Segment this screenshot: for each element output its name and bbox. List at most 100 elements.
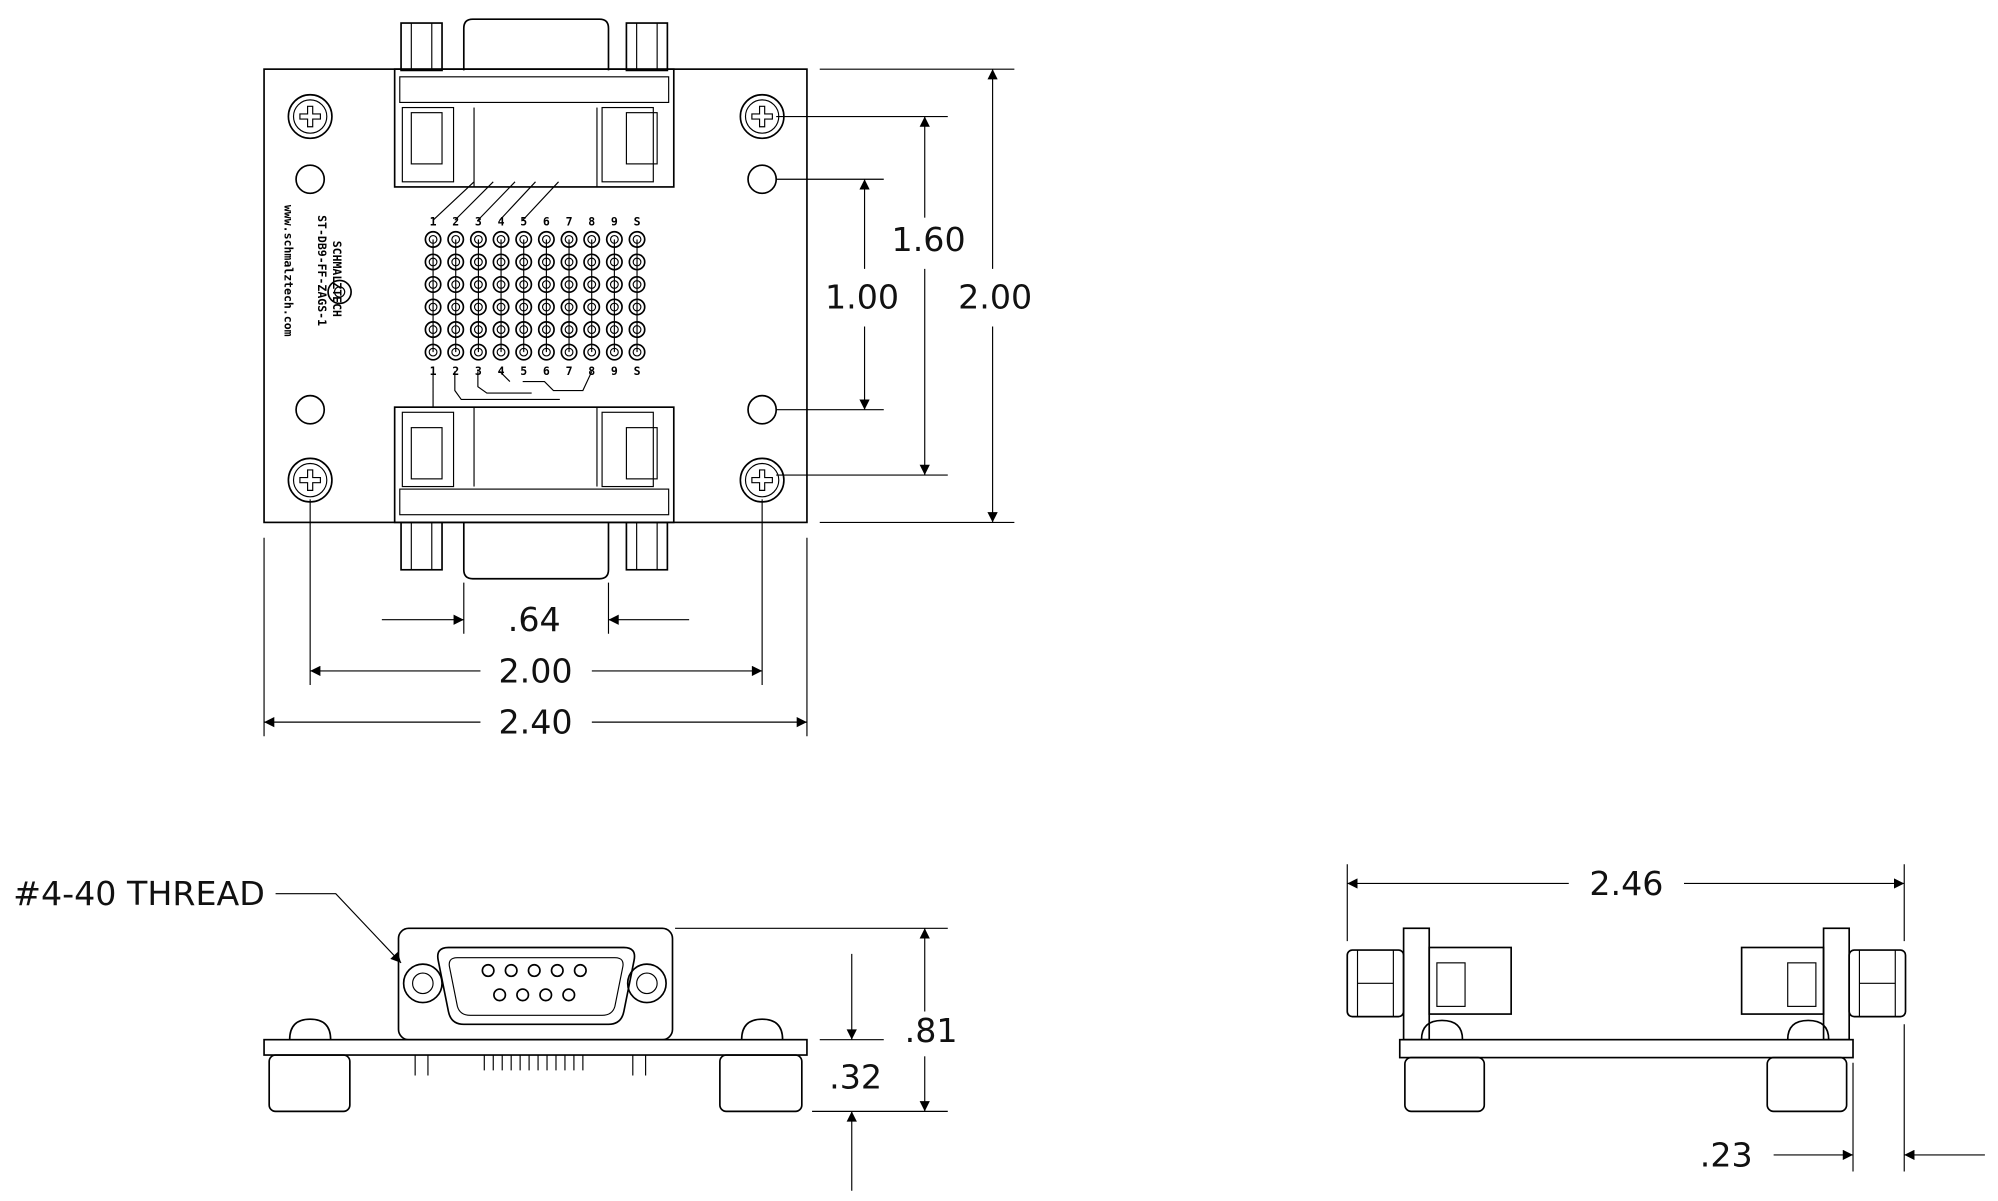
mounting-hole [747, 394, 778, 425]
pad [605, 253, 623, 271]
pad [424, 230, 442, 248]
pad [469, 343, 487, 361]
pad [583, 298, 601, 316]
dim-2-46: 2.46 [1589, 864, 1663, 903]
front-view: #4-40 THREAD .81 .32 [13, 874, 958, 1191]
pin-label-bottom: 5 [520, 364, 527, 378]
dim-2-00-h: 2.00 [498, 651, 572, 690]
pad [605, 343, 623, 361]
dim-2-40: 2.40 [498, 703, 572, 742]
bottom-connector [393, 406, 675, 580]
pin-label-bottom: 8 [588, 364, 595, 378]
pin-label-bottom: 4 [498, 364, 505, 378]
pad [515, 253, 533, 271]
pad [424, 253, 442, 271]
pad [560, 275, 578, 294]
pad [492, 321, 510, 339]
board-brand: SCHMALZTECH [330, 241, 344, 317]
dim-0-23: .23 [1700, 1135, 1753, 1174]
board-outline [263, 68, 808, 524]
pad [447, 321, 465, 339]
pin-label-top: 9 [611, 214, 618, 228]
pin-label-top: 5 [520, 214, 527, 228]
pad [537, 321, 555, 339]
pad [447, 275, 465, 294]
jackscrew [402, 963, 443, 1004]
dim-board-height: 2.00 [958, 278, 1032, 317]
pad [447, 253, 465, 271]
pad [628, 343, 646, 361]
screw-icon [287, 457, 333, 503]
db9-pin [493, 988, 507, 1002]
pad [492, 298, 510, 316]
pad [628, 253, 646, 271]
pad [628, 298, 646, 316]
mounting-hole [295, 164, 326, 195]
dim-1-60: 1.60 [892, 220, 966, 259]
pad [583, 275, 601, 294]
pin-label-top: 4 [498, 214, 505, 228]
pin-label-top: 8 [588, 214, 595, 228]
pin-label-bottom: 3 [475, 364, 482, 378]
pad [537, 275, 555, 294]
dim-0-81: .81 [905, 1011, 958, 1050]
pad [583, 230, 601, 248]
pad [583, 321, 601, 339]
pad [492, 343, 510, 361]
pin-label-bottom: 6 [543, 364, 550, 378]
db9-connector [397, 927, 674, 1041]
pad [583, 343, 601, 361]
pad [583, 253, 601, 271]
board-edge [263, 1038, 808, 1056]
pad [492, 230, 510, 248]
pad [628, 275, 646, 294]
pad [515, 230, 533, 248]
pad [515, 275, 533, 294]
pin-label-top: S [634, 214, 641, 228]
pad [492, 253, 510, 271]
dim-0-64: .64 [508, 600, 561, 639]
pin-label-top: 2 [452, 214, 459, 228]
top-connector [393, 18, 675, 188]
pin-label-top: 6 [543, 214, 550, 228]
pad [605, 321, 623, 339]
dim-0-32: .32 [829, 1057, 882, 1096]
pad [560, 253, 578, 271]
pad [537, 253, 555, 271]
pad [605, 230, 623, 248]
pad [447, 343, 465, 361]
db9-pin [550, 963, 564, 978]
mounting-hole [295, 394, 326, 425]
pad [515, 343, 533, 361]
screw-icon [287, 93, 333, 140]
pad [469, 275, 487, 294]
db9-pin [539, 988, 553, 1002]
pad [515, 298, 533, 316]
pad [424, 343, 442, 361]
pin-label-top: 1 [430, 214, 437, 228]
pin-label-bottom: 9 [611, 364, 618, 378]
pad [628, 230, 646, 248]
gear-logo-icon [327, 279, 352, 305]
pad [560, 230, 578, 248]
board-part-number: ST-DB9-FF-ZAGS-1 [315, 215, 329, 326]
pad [469, 253, 487, 271]
screw-icon [739, 457, 785, 503]
top-view: SCHMALZTECH ST-DB9-FF-ZAGS-1 www.schmalz… [263, 18, 1032, 742]
pad [424, 298, 442, 316]
pad [628, 321, 646, 339]
pin-label-bottom: 7 [566, 364, 573, 378]
pad [605, 275, 623, 294]
pad [469, 298, 487, 316]
pad [537, 230, 555, 248]
pad [447, 298, 465, 316]
pad [605, 298, 623, 316]
board-url: www.schmalztech.com [282, 205, 296, 337]
top-dimensions: 1.60 1.00 2.00 .64 2.00 2.40 [263, 68, 1032, 742]
db9-pin [504, 963, 518, 978]
pin-label-bottom: S [634, 364, 641, 378]
db9-pin [481, 963, 495, 978]
db9-pin [516, 988, 530, 1002]
